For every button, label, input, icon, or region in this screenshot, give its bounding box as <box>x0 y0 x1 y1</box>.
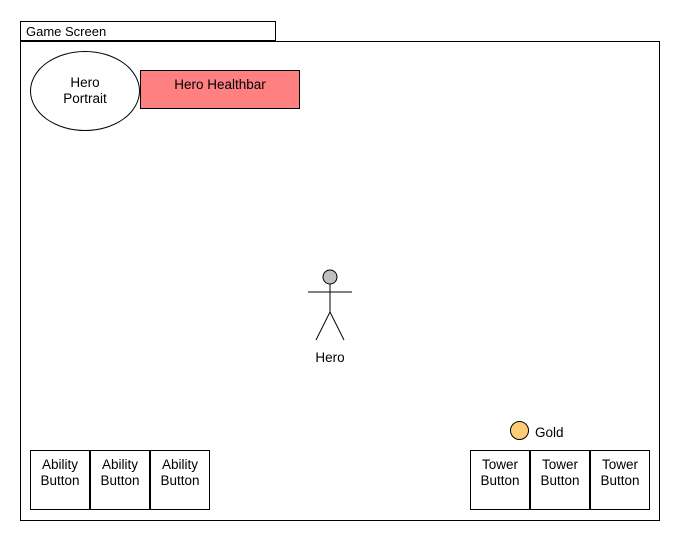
tower-button-2[interactable]: Tower Button <box>530 450 590 510</box>
game-screen-frame <box>20 41 660 521</box>
ability-button-2[interactable]: Ability Button <box>90 450 150 510</box>
gold-coin-icon <box>510 421 529 440</box>
ability-button-1[interactable]: Ability Button <box>30 450 90 510</box>
gold-label: Gold <box>535 425 564 440</box>
hero-healthbar: Hero Healthbar <box>140 70 300 109</box>
hero-portrait-label: Hero Portrait <box>63 75 107 106</box>
ability-button-3[interactable]: Ability Button <box>150 450 210 510</box>
tower-button-1[interactable]: Tower Button <box>470 450 530 510</box>
screen-title: Game Screen <box>26 24 107 39</box>
tower-button-3[interactable]: Tower Button <box>590 450 650 510</box>
hero-healthbar-label: Hero Healthbar <box>174 77 266 92</box>
hero-portrait[interactable]: Hero Portrait <box>30 51 140 131</box>
screen-title-tab: Game Screen <box>20 21 276 41</box>
hero-label: Hero <box>315 350 345 365</box>
hero-figure-icon[interactable] <box>305 268 355 344</box>
